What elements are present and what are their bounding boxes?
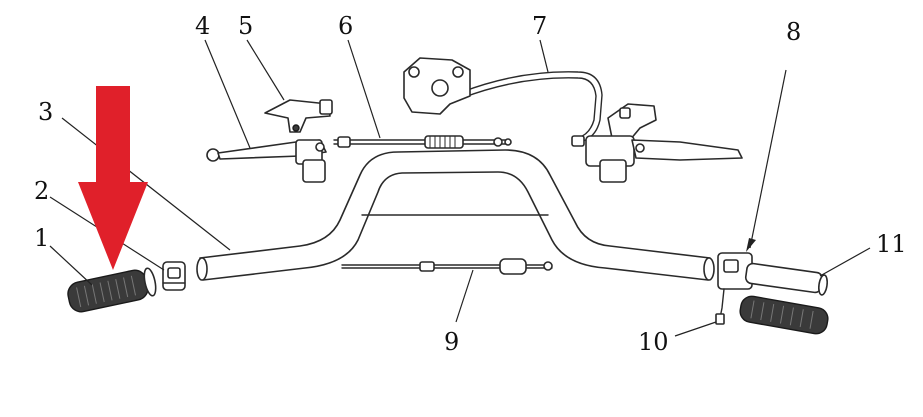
throttle-switch-wire [715,288,725,325]
lever-bracket [264,99,333,133]
leader-1 [49,245,93,286]
callout-4: 4 [195,12,210,40]
leader-5 [246,39,285,101]
throttle-housing [717,252,828,296]
clutch-lever [206,139,327,183]
left-grip [67,267,157,313]
throttle-cable [341,258,553,275]
callout-2: 2 [34,177,49,205]
leader-8 [749,69,787,249]
callout-7: 7 [532,12,547,40]
leader-7 [539,39,549,73]
callout-10: 10 [638,328,669,356]
callout-6: 6 [338,12,353,40]
callout-3: 3 [38,98,53,126]
right-grip [739,295,829,335]
leader-9 [455,269,474,323]
callout-8: 8 [786,18,801,46]
left-clamp [162,261,186,291]
clutch-cable [333,135,512,149]
leader-4 [204,39,251,149]
callout-11: 11 [876,230,907,258]
callout-5: 5 [238,12,253,40]
red-down-arrow-icon [78,86,148,270]
callout-labels: 1 2 3 4 5 6 7 8 9 10 11 [34,12,907,356]
leader-11 [819,247,871,277]
leader-10 [674,321,717,337]
brake-lever-assembly [585,103,743,183]
leader-6 [347,39,381,139]
callout-9: 9 [444,328,459,356]
leader-8-arrowhead [746,238,756,252]
callout-1: 1 [34,224,49,252]
master-cylinder-hose [403,57,603,147]
handlebar [196,149,715,281]
